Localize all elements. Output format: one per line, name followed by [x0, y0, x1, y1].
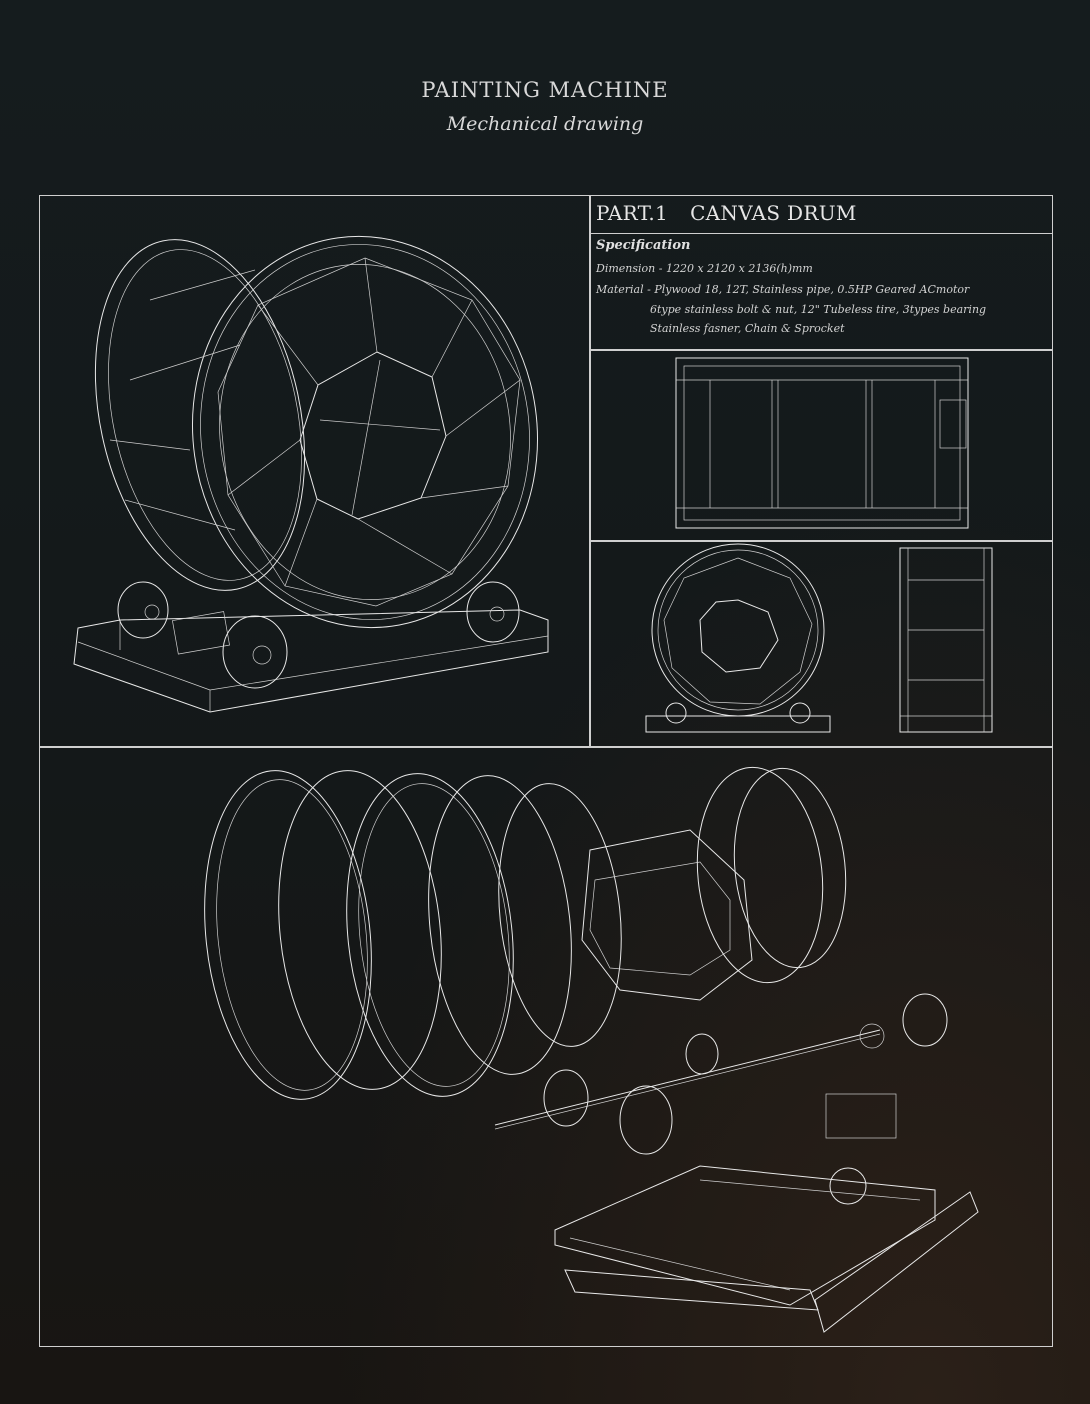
- iso-drum-drawing: [73, 235, 549, 713]
- drawing-title: PAINTING MACHINE: [421, 78, 669, 102]
- side-view-drawing: [645, 543, 831, 733]
- spec-material-2: 6type stainless bolt & nut, 12" Tubeless…: [650, 303, 987, 316]
- front-view-drawing: [899, 547, 993, 733]
- part-number: PART.1: [596, 201, 669, 225]
- iso-view-frame: [39, 195, 591, 748]
- drawing-subtitle: Mechanical drawing: [446, 113, 644, 135]
- exploded-view-frame: [39, 746, 1053, 1347]
- part-title: PART.1 CANVAS DRUM: [596, 201, 857, 225]
- part-name: CANVAS DRUM: [690, 201, 857, 225]
- spec-title-row: [589, 195, 1053, 234]
- top-view-drawing: [675, 357, 969, 529]
- top-view-frame: [589, 349, 1053, 542]
- spec-material-1: Material - Plywood 18, 12T, Stainless pi…: [596, 283, 970, 296]
- spec-heading: Specification: [596, 238, 691, 253]
- spec-dimension: Dimension - 1220 x 2120 x 2136(h)mm: [596, 262, 813, 275]
- side-views-frame: [589, 540, 1053, 748]
- spec-material-3: Stainless fasner, Chain & Sprocket: [650, 322, 845, 335]
- exploded-drawing: [204, 766, 979, 1333]
